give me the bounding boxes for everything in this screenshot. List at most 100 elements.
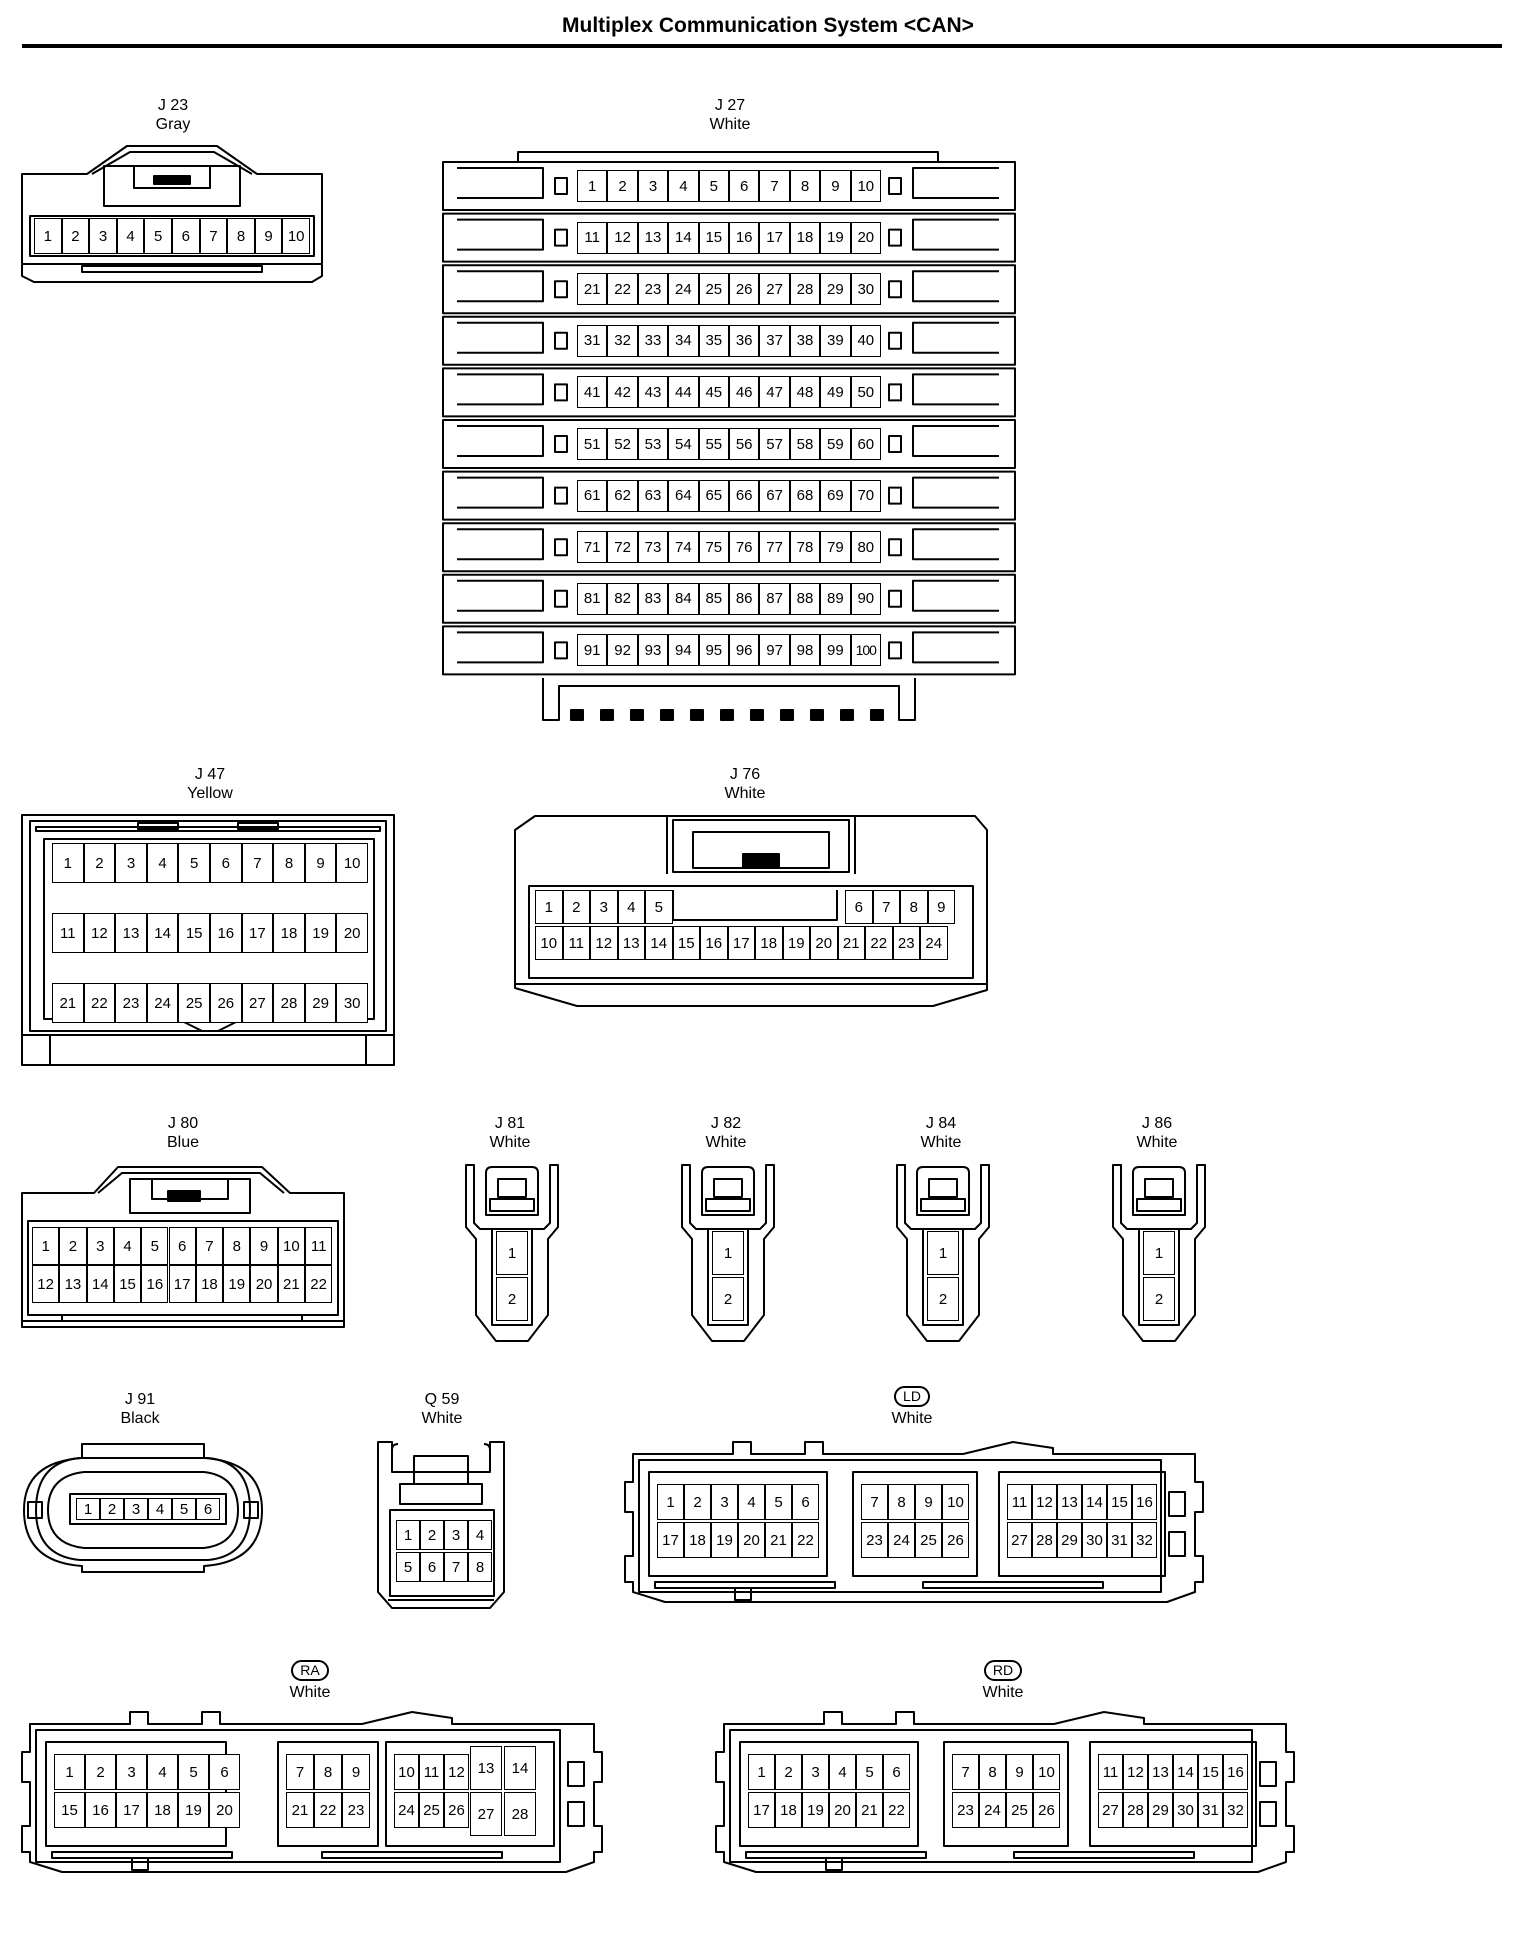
housing-tab [131,1857,149,1871]
terminal-pin: 12 [83,913,116,953]
terminal-pin: 7 [861,1484,888,1520]
connector-housing [514,815,988,1007]
housing-outline [29,215,315,257]
housing-outline [277,1741,379,1847]
terminal-pin: 1 [927,1231,959,1275]
terminal-pin: 47 [759,376,790,409]
terminal-pin: 17 [116,1792,147,1828]
terminal-pin: 18 [273,913,305,953]
terminal-pin: 18 [789,221,821,254]
terminal-pin: 99 [820,634,851,667]
housing-outline [35,1457,251,1561]
terminal-pin: 3 [802,1754,829,1790]
terminal-pin: 12 [590,926,618,960]
connector-label-j23: J 23 Gray [128,96,218,134]
terminal-pin: 13 [59,1265,87,1303]
housing-outline [35,1729,561,1863]
housing-rail [61,1314,303,1322]
housing-outline [385,1741,555,1847]
terminal-pin: 2 [1143,1277,1175,1321]
housing-slot [912,321,999,354]
terminal-pin: 28 [1032,1522,1057,1558]
connector-label-q59: Q 59 White [392,1390,492,1428]
housing-outline [442,419,1016,469]
connector-color: White [920,1134,962,1151]
terminal-pin: 68 [789,479,821,512]
terminal-pin: 4 [116,218,145,254]
terminal-pin: 30 [1173,1792,1198,1828]
terminal-pin: 2 [712,1277,744,1321]
terminal-pin: 61 [577,479,608,512]
terminal-pin: 5 [178,1754,209,1790]
terminal-pin: 17 [748,1792,775,1828]
terminal-pin: 7 [759,170,790,202]
connector-housing [624,1441,1204,1603]
connector-color: Yellow [187,785,233,802]
terminal-pin: 27 [1098,1792,1123,1828]
latch [742,853,780,869]
terminal-pin: 90 [850,582,881,615]
housing-outline [391,1443,491,1472]
terminal-pin: 10 [850,170,881,202]
housing-slot [457,579,544,612]
terminal-pin: 16 [1132,1484,1157,1520]
terminal-pin: 25 [915,1522,942,1558]
terminal-pin: 1 [1143,1231,1175,1275]
lock-tab [554,383,568,402]
terminal-pin: 1 [32,1227,60,1265]
terminal-pin: 16 [1223,1754,1248,1790]
terminal-pin: 11 [562,926,590,960]
terminal-pin: 1 [52,843,84,883]
connector-housing [465,1164,559,1342]
terminal-pin: 13 [1148,1754,1173,1790]
terminal-pin: 21 [856,1792,883,1828]
terminal-pin: 56 [729,428,760,460]
terminal-pin: 38 [789,324,821,357]
housing-outline [916,1166,970,1216]
connector-id: J 76 [729,766,761,783]
housing-outline [442,161,1016,211]
terminal-pin: 26 [1033,1792,1060,1828]
housing-outline [399,1483,483,1505]
terminal-pin: 9 [254,218,283,254]
housing-outline [672,819,850,873]
terminal-pin: 13 [470,1746,502,1790]
terminal-pin: 77 [759,531,790,564]
lock-tab [567,1761,585,1787]
lock-tab [1259,1761,1277,1787]
connector-id: J 86 [1141,1115,1173,1132]
connector-id: J 82 [710,1115,742,1132]
terminal-pin: 86 [729,582,760,615]
terminal-pin: 84 [668,582,699,615]
pin-cavity [491,1228,533,1326]
housing-outline [517,151,939,163]
housing-outline [514,815,988,1007]
housing-rail [922,1581,1104,1589]
terminal-pin: 4 [113,1227,142,1265]
connector-housing [23,1443,263,1573]
terminal-pin: 48 [789,376,821,409]
terminal-pin: 8 [227,218,255,254]
housing-tooth [840,709,854,721]
terminal-pin: 70 [850,479,881,512]
terminal-pin: 3 [89,218,117,254]
terminal-pin: 7 [952,1754,979,1790]
terminal-pin: 91 [577,634,608,667]
terminal-pin: 1 [34,218,62,254]
terminal-pin: 12 [1032,1484,1057,1520]
housing-tab [734,1587,752,1601]
housing-outline [47,1471,239,1549]
terminal-pin: 7 [241,843,274,883]
housing-outline [442,212,1016,263]
terminal-pin: 87 [759,582,790,615]
terminal-pin: 78 [789,531,821,564]
terminal-pin: 1 [712,1231,744,1275]
terminal-pin: 15 [54,1792,85,1828]
housing-outline [666,816,856,874]
terminal-pin: 10 [942,1484,969,1520]
terminal-pin: 9 [915,1484,942,1520]
terminal-pin: 54 [668,428,699,460]
